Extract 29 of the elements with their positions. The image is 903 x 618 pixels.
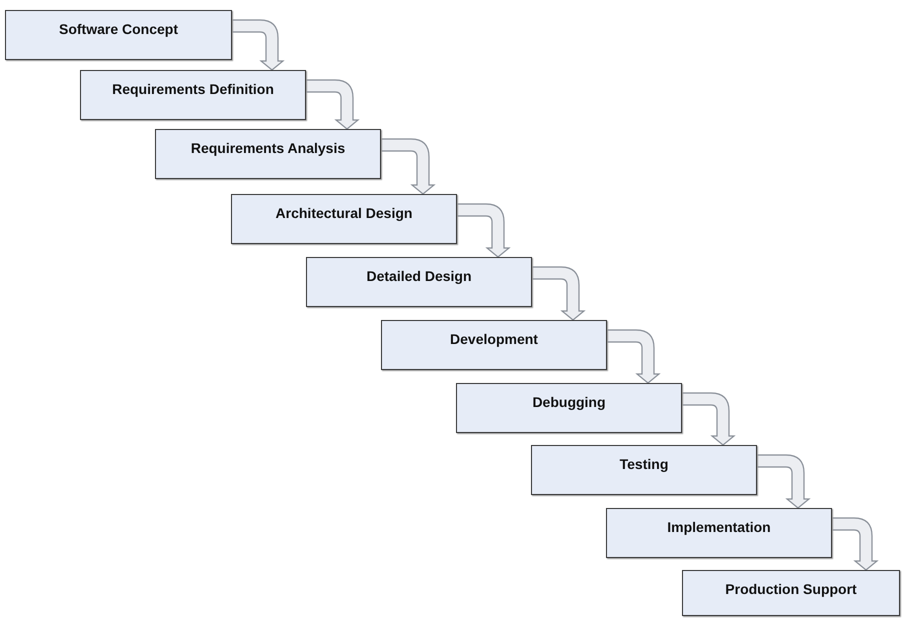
- process-box: [80, 70, 306, 120]
- step-label: Architectural Design: [276, 205, 412, 221]
- process-box: [5, 10, 232, 60]
- step-label: Development: [450, 331, 538, 347]
- step-label: Implementation: [667, 519, 771, 535]
- step-label: Detailed Design: [366, 268, 472, 284]
- process-box: [381, 320, 607, 370]
- step-label: Debugging: [532, 394, 606, 410]
- curved-arrow: [756, 454, 810, 509]
- curved-arrow: [231, 19, 284, 71]
- step-label: Software Concept: [58, 21, 178, 37]
- curved-arrow: [305, 79, 359, 130]
- process-box: [231, 194, 457, 244]
- process-box: [456, 383, 682, 433]
- step-label: Testing: [620, 456, 668, 472]
- curved-arrow: [831, 517, 878, 571]
- step-label: Requirements Definition: [112, 81, 274, 97]
- curved-arrow: [606, 329, 660, 384]
- process-box: [682, 570, 900, 616]
- process-box: [531, 445, 757, 495]
- curved-arrow: [681, 392, 735, 446]
- curved-arrow: [456, 203, 510, 258]
- curved-arrow: [380, 138, 435, 195]
- step-label: Production Support: [725, 581, 857, 597]
- process-box: [606, 508, 832, 558]
- curved-arrow: [531, 266, 585, 321]
- step-label: Requirements Analysis: [190, 140, 346, 156]
- process-box: [155, 129, 381, 179]
- process-box: [306, 257, 532, 307]
